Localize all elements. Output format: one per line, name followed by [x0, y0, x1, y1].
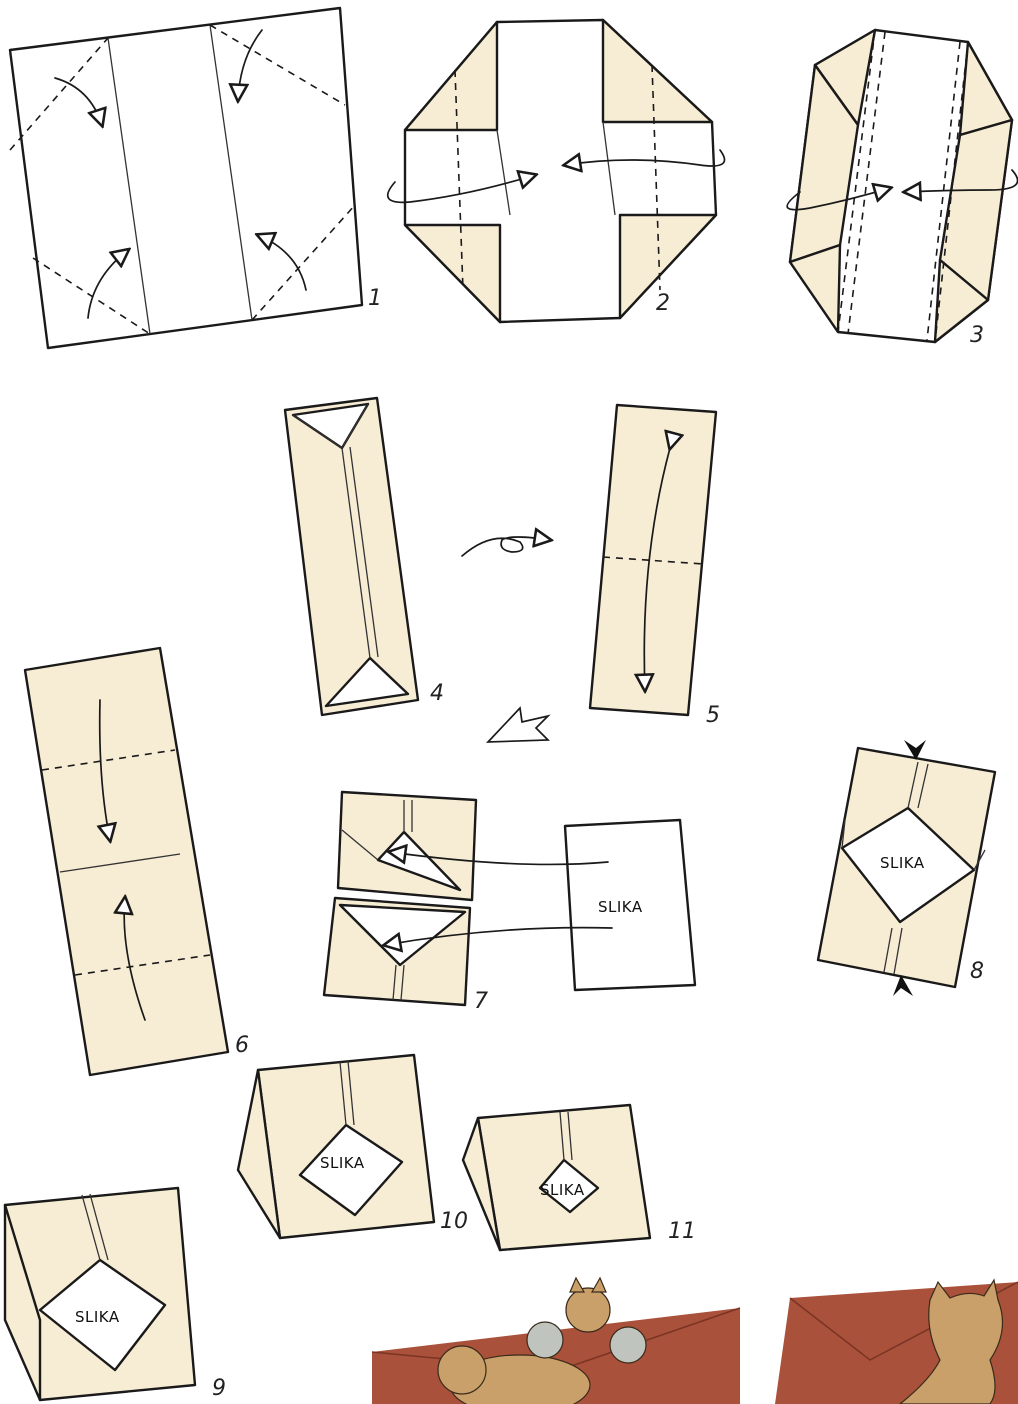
step-10-number: 10: [440, 1209, 468, 1234]
step-2-diagram: 2: [388, 20, 725, 322]
step-11-number: 11: [668, 1219, 696, 1244]
cats-in-envelope-photo: [372, 1278, 740, 1404]
cat-in-envelope-photo: [775, 1280, 1018, 1404]
step-7-slika-label: SLIKA: [598, 898, 643, 916]
step-6-diagram: 6: [25, 648, 249, 1075]
step-6-number: 6: [235, 1033, 249, 1058]
step-7-number: 7: [474, 989, 488, 1014]
step-1-diagram: 1: [10, 8, 382, 348]
step-1-number: 1: [368, 286, 382, 311]
step-3-diagram: 3: [787, 30, 1017, 348]
step-8-slika-label: SLIKA: [880, 854, 925, 872]
fold-back-arrow-icon: [488, 708, 548, 742]
step-8-diagram: SLIKA 8: [818, 740, 995, 996]
turn-over-arrow-icon: [462, 537, 550, 556]
step-9-diagram: SLIKA 9: [5, 1188, 226, 1401]
step-11-slika-label: SLIKA: [540, 1181, 585, 1199]
step-2-number: 2: [656, 291, 670, 316]
step-9-number: 9: [212, 1376, 226, 1401]
step-8-number: 8: [970, 959, 984, 984]
step-4-number: 4: [430, 681, 444, 706]
step-5-number: 5: [706, 703, 720, 728]
step-11-diagram: SLIKA 11: [463, 1105, 696, 1250]
step-4-diagram: 4: [285, 398, 444, 715]
step-9-slika-label: SLIKA: [75, 1308, 120, 1326]
step-5-diagram: 5: [590, 405, 720, 728]
step-7-diagram: SLIKA 7: [324, 792, 695, 1014]
step-10-diagram: SLIKA 10: [238, 1055, 468, 1238]
step-3-number: 3: [970, 323, 984, 348]
step-10-slika-label: SLIKA: [320, 1154, 365, 1172]
